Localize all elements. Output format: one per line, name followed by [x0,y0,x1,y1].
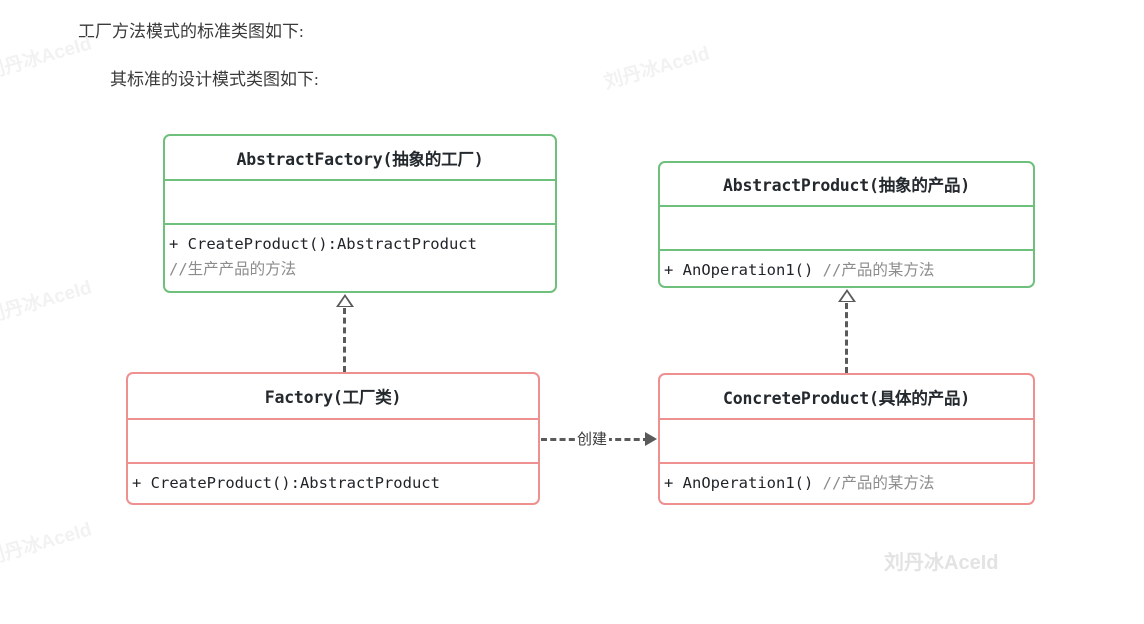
prose-line-1: 工厂方法模式的标准类图如下: [78,22,304,41]
filled-arrowhead [645,432,657,446]
watermark: 刘丹冰AceId [0,519,94,570]
operations-compartment-abstract-factory: + CreateProduct():AbstractProduct //生产产品… [165,225,555,291]
operation-signature: + CreateProduct():AbstractProduct [169,235,477,253]
attributes-compartment-abstract-product [660,207,1033,249]
operation-row: + AnOperation1() //产品的某方法 [664,471,1033,496]
class-title-concrete-product: ConcreteProduct(具体的产品) [723,388,970,408]
dashed-line [343,308,346,372]
operation-signature: + AnOperation1() [664,261,814,279]
prose-line-2: 其标准的设计模式类图如下: [110,70,319,89]
operation-signature: + AnOperation1() [664,474,814,492]
compartment-divider [660,418,1033,420]
compartment-divider [660,205,1033,207]
operation-row: + CreateProduct():AbstractProduct [132,471,538,496]
class-box-abstract-factory[interactable]: AbstractFactory(抽象的工厂) + CreateProduct()… [163,134,557,293]
compartment-divider [660,462,1033,464]
operations-compartment-abstract-product: + AnOperation1() //产品的某方法 [660,251,1033,286]
compartment-divider [128,418,538,420]
compartment-divider [165,179,555,181]
class-title-abstract-product: AbstractProduct(抽象的产品) [723,176,970,195]
dashed-line [541,438,649,441]
class-box-factory[interactable]: Factory(工厂类) + CreateProduct():AbstractP… [126,372,540,505]
operation-signature: + CreateProduct():AbstractProduct [132,474,440,492]
operation-comment: //产品的某方法 [822,261,935,279]
class-title-abstract-factory: AbstractFactory(抽象的工厂) [236,149,484,169]
watermark: 刘丹冰AceId [601,43,712,94]
operation-row: + AnOperation1() //产品的某方法 [664,258,1033,283]
operations-compartment-concrete-product: + AnOperation1() //产品的某方法 [660,464,1033,503]
hollow-triangle-arrowhead [336,294,354,307]
attributes-compartment-abstract-factory [165,181,555,223]
dashed-line [845,303,848,373]
attributes-compartment-concrete-product [660,420,1033,462]
operation-row: //生产产品的方法 [169,257,555,282]
operation-row: + CreateProduct():AbstractProduct [169,232,555,257]
operation-comment: //产品的某方法 [822,474,935,492]
attributes-compartment-factory [128,420,538,462]
relation-label-create: 创建 [575,428,610,449]
class-title-factory: Factory(工厂类) [264,388,402,407]
operation-comment: //生产产品的方法 [169,260,297,279]
class-box-concrete-product[interactable]: ConcreteProduct(具体的产品) + AnOperation1() … [658,373,1035,505]
watermark: 刘丹冰AceId [884,552,999,574]
compartment-divider [128,462,538,464]
watermark: 刘丹冰AceId [0,277,94,328]
compartment-divider [165,223,555,225]
class-box-abstract-product[interactable]: AbstractProduct(抽象的产品) + AnOperation1() … [658,161,1035,288]
hollow-triangle-arrowhead [838,289,856,302]
operations-compartment-factory: + CreateProduct():AbstractProduct [128,464,538,503]
compartment-divider [660,249,1033,251]
